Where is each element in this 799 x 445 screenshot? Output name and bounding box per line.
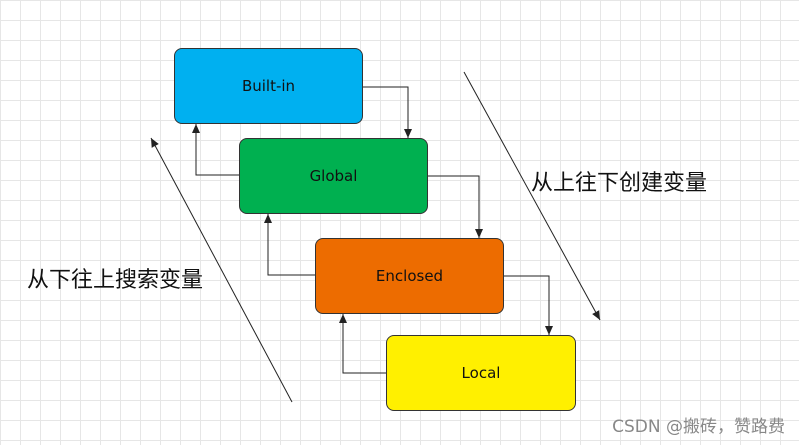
watermark: CSDN @搬砖，赞路费 <box>612 417 785 437</box>
arrow-enclosed-to-local <box>504 275 553 335</box>
caption-top-down: 从上往下创建变量 <box>531 171 708 196</box>
scope-box-enclosed-label: Enclosed <box>375 267 444 285</box>
scope-box-global-label: Global <box>309 167 358 185</box>
scope-box-local: Local <box>386 335 576 411</box>
arrow-local-to-enclosed <box>339 314 386 374</box>
arrow-global-to-enclosed <box>428 175 483 238</box>
arrow-top-down-diagonal <box>463 71 601 321</box>
scope-box-builtin-label: Built-in <box>241 77 296 95</box>
arrow-enclosed-to-global <box>264 214 315 276</box>
arrow-builtin-to-global <box>363 86 412 138</box>
caption-bottom-up: 从下往上搜索变量 <box>27 268 204 293</box>
arrow-global-to-builtin <box>192 124 239 176</box>
scope-box-local-label: Local <box>461 364 501 382</box>
scope-box-enclosed: Enclosed <box>315 238 504 314</box>
arrow-bottom-up-diagonal <box>150 137 293 403</box>
scope-box-builtin: Built-in <box>174 48 363 124</box>
scope-box-global: Global <box>239 138 428 214</box>
